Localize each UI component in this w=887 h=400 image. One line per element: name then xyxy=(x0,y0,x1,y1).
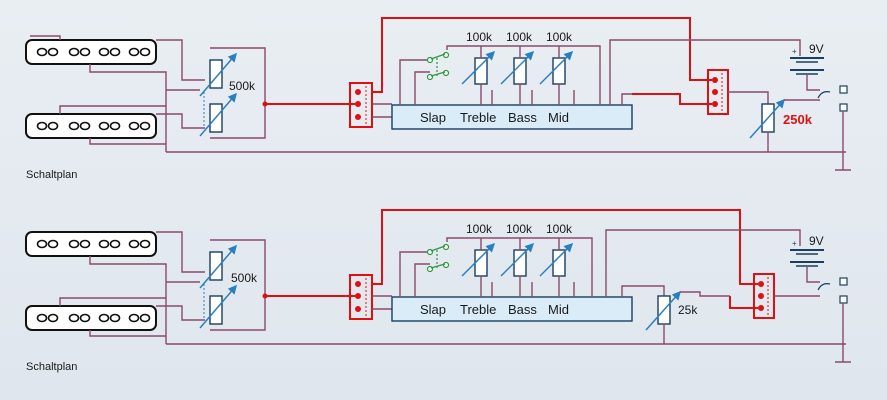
pickup-wires-top xyxy=(30,35,266,152)
connector-in-bottom xyxy=(349,274,373,320)
battery-voltage-top: 9V xyxy=(809,42,824,56)
pickup-wires-bottom xyxy=(59,231,266,344)
pot-treble-value-bottom: 100k xyxy=(466,222,493,236)
output-jack-top xyxy=(817,85,851,171)
preamp-label-treble-bottom: Treble xyxy=(460,302,496,317)
tone-pots-top xyxy=(461,46,575,105)
battery-top: + xyxy=(790,47,824,91)
battery-voltage-bottom: 9V xyxy=(809,234,824,248)
svg-text:+: + xyxy=(792,239,797,248)
schematic-top: 500k Slap Treble Bass Mid xyxy=(25,17,851,181)
svg-text:+: + xyxy=(792,47,797,56)
slap-switch-top xyxy=(399,45,601,105)
pickup-upper xyxy=(25,39,157,65)
preamp-label-mid-top: Mid xyxy=(548,110,569,125)
pickup-pot-value-bottom: 500k xyxy=(231,271,258,285)
volume-pot-value-bottom: 25k xyxy=(678,303,698,317)
preamp-box-bottom xyxy=(391,296,633,322)
pickup-lower xyxy=(25,113,157,139)
pot-mid-value-bottom: 100k xyxy=(546,222,573,236)
volume-pot-top xyxy=(749,98,820,152)
schematic-caption-bottom: Schaltplan xyxy=(26,361,77,373)
connector-out-bottom xyxy=(753,273,775,319)
pickup-lower-bottom xyxy=(25,305,157,331)
preamp-label-slap-top: Slap xyxy=(420,110,446,125)
volume-pot-value-top: 250k xyxy=(783,112,813,127)
pickup-pot-bottom xyxy=(199,244,237,329)
pickup-pot-value-top: 500k xyxy=(229,79,256,93)
output-jack-bottom xyxy=(817,277,851,363)
pickup-pot-top xyxy=(199,52,237,137)
preamp-label-slap-bottom: Slap xyxy=(420,302,446,317)
schematic-caption-top: Schaltplan xyxy=(26,169,77,181)
pot-bass-value-top: 100k xyxy=(506,30,533,44)
connector-out-top xyxy=(707,69,729,115)
pot-mid-value-top: 100k xyxy=(546,30,573,44)
connector-in-top xyxy=(349,82,373,128)
preamp-label-mid-bottom: Mid xyxy=(548,302,569,317)
preamp-label-treble-top: Treble xyxy=(460,110,496,125)
pot-bass-value-bottom: 100k xyxy=(506,222,533,236)
preamp-label-bass-top: Bass xyxy=(508,110,537,125)
preamp-label-bass-bottom: Bass xyxy=(508,302,537,317)
schematic-bottom: 500k Slap Treble Bass Mid xyxy=(25,209,851,373)
tone-pots-bottom xyxy=(461,238,575,297)
pickup-upper-bottom xyxy=(25,231,157,257)
volume-pot-bottom xyxy=(645,290,730,344)
battery-bottom: + xyxy=(790,239,824,283)
preamp-box-top xyxy=(391,104,633,130)
pot-treble-value-top: 100k xyxy=(466,30,493,44)
